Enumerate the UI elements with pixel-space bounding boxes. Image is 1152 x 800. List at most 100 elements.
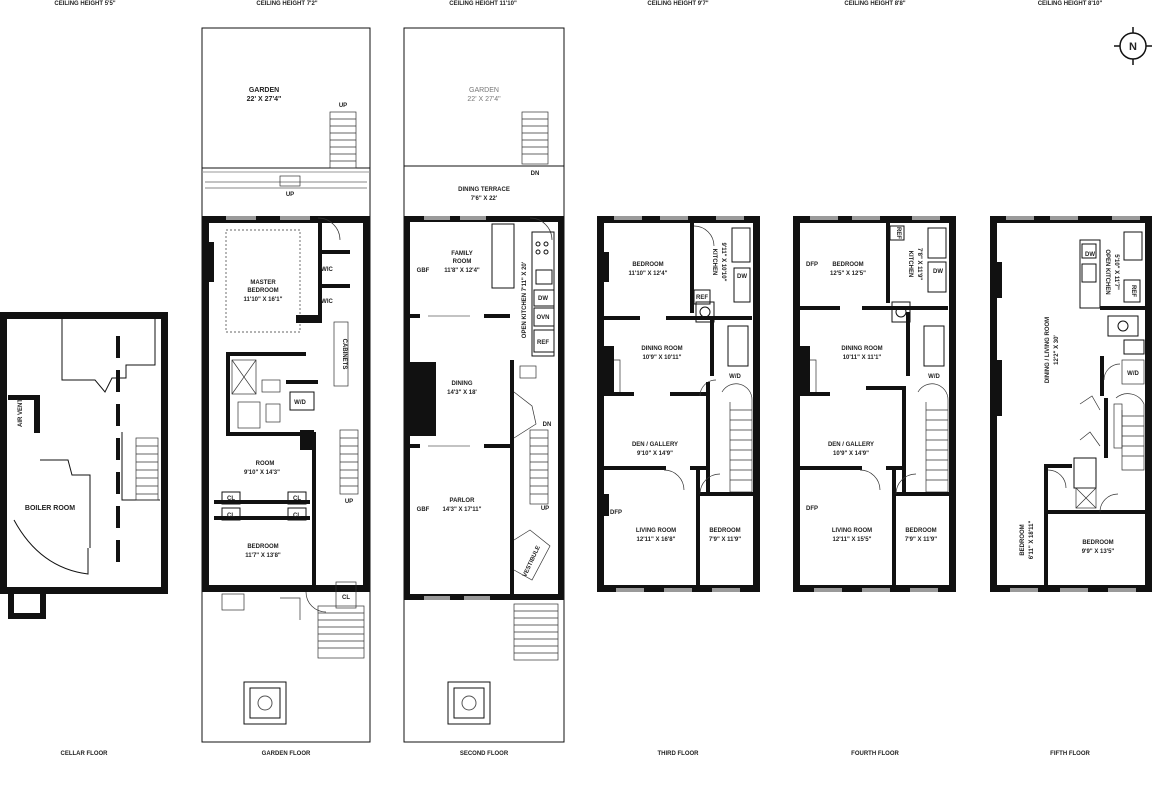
floor-title-garden: GARDEN FLOOR (262, 751, 311, 757)
garden-wd-label: W/D (294, 400, 306, 406)
fourth-living-dim: 12'11" X 15'5" (833, 537, 872, 543)
fourth-living-label: LIVING ROOM (832, 528, 872, 534)
second-dw-label: DW (538, 296, 548, 302)
fourth-dfp-label-1: DFP (806, 262, 818, 268)
fifth-bedroom2-dim: 9'9" X 13'5" (1082, 549, 1115, 555)
second-stair-dn-label: DN (543, 422, 552, 428)
ceiling-height-fourth: CEILING HEIGHT 8'8" (844, 1, 905, 7)
room-dim: 9'10" X 14'3" (244, 470, 280, 476)
ceiling-height-second: CEILING HEIGHT 11'10" (449, 1, 517, 7)
family-room-label-2: ROOM (453, 259, 472, 265)
third-dining-dim: 10'9" X 10'11" (643, 355, 682, 361)
garden-up-label-2: UP (286, 192, 294, 198)
fourth-floor-plan: DFP BEDROOM 12'5" X 12'5" REF KITCHEN 7'… (793, 216, 956, 592)
gbf-label-2: GBF (417, 507, 430, 513)
closet-label-1: CL (227, 496, 235, 502)
fourth-kitchen-dim: 7'8" X 11'9" (916, 248, 922, 280)
third-dw-label: DW (737, 274, 747, 280)
third-dining-label: DINING ROOM (641, 346, 682, 352)
fifth-bedroom1-label: BEDROOM (1020, 524, 1026, 555)
floor-title-second: SECOND FLOOR (460, 751, 509, 757)
ceiling-height-fifth: CEILING HEIGHT 8'10" (1038, 1, 1103, 7)
fourth-dfp-label-2: DFP (806, 506, 818, 512)
third-ref-label: REF (696, 295, 708, 301)
third-bedroom-label: BEDROOM (632, 262, 663, 268)
fifth-bedroom2-label: BEDROOM (1082, 540, 1113, 546)
third-den-dim: 9'10" X 14'9" (637, 451, 673, 457)
closet-label-5: CL (342, 595, 350, 601)
family-room-dim: 11'8" X 12'4" (444, 268, 480, 274)
fifth-dining-living-label: DINING / LIVING ROOM (1045, 317, 1051, 383)
dining-terrace-label: DINING TERRACE (458, 187, 510, 193)
garden-dim: 22' X 27'4" (247, 96, 282, 103)
floor-title-fourth: FOURTH FLOOR (851, 751, 899, 757)
second-stair-up-label: UP (541, 506, 549, 512)
third-living-label: LIVING ROOM (636, 528, 676, 534)
third-den-label: DEN / GALLERY (632, 442, 678, 448)
fifth-dw-label: DW (1085, 252, 1095, 258)
dining-dim: 14'3" X 18' (447, 390, 477, 396)
ceiling-height-garden: CEILING HEIGHT 7'2" (256, 1, 317, 7)
open-kitchen-label: OPEN KITCHEN 7'11" X 20' (522, 261, 528, 338)
fourth-wd-label: W/D (928, 374, 940, 380)
third-living-dim: 12'11" X 16'8" (637, 537, 676, 543)
third-bedroom-dim: 11'10" X 12'4" (629, 271, 668, 277)
fourth-den-label: DEN / GALLERY (828, 442, 874, 448)
closet-label-3: CL (227, 513, 235, 519)
fifth-kitchen-label: OPEN KITCHEN (1104, 249, 1110, 294)
master-bedroom-label: MASTER (250, 280, 276, 286)
floor-title-third: THIRD FLOOR (658, 751, 700, 757)
fourth-bedroom-dim: 12'5" X 12'5" (830, 271, 866, 277)
garden-bedroom-dim: 11'7" X 13'8" (245, 553, 281, 559)
dining-label: DINING (452, 381, 473, 387)
ceiling-height-third: CEILING HEIGHT 9'7" (647, 1, 708, 7)
second-garden-label: GARDEN (469, 87, 499, 94)
garden-bedroom-label: BEDROOM (247, 544, 278, 550)
ceiling-height-cellar: CEILING HEIGHT 5'5" (54, 1, 115, 7)
second-floor-plan: GARDEN 22' X 27'4" DN DINING TERRACE 7'6… (403, 27, 565, 743)
boiler-room-label: BOILER ROOM (25, 505, 75, 512)
master-bedroom-dim: 11'10" X 16'1" (244, 297, 283, 303)
dining-terrace-dim: 7'6" X 22' (471, 196, 498, 202)
floor-title-fifth: FIFTH FLOOR (1050, 751, 1090, 757)
parlor-dim: 14'3" X 17'11" (443, 507, 482, 513)
third-floor-plan: BEDROOM 11'10" X 12'4" KITCHEN 9'11" X 1… (597, 216, 760, 592)
room-label: ROOM (256, 461, 275, 467)
third-bedroom2-label: BEDROOM (709, 528, 740, 534)
wic-label-2: WIC (321, 299, 333, 305)
family-room-label: FAMILY (451, 251, 472, 257)
closet-label-4: CL (293, 513, 301, 519)
master-bedroom-label-2: BEDROOM (247, 288, 278, 294)
fifth-kitchen-dim: 5'10" X 11'7" (1113, 254, 1119, 290)
fourth-kitchen-label: KITCHEN (907, 251, 913, 278)
fifth-bedroom1-dim: 6'11" X 18'11" (1029, 521, 1035, 560)
air-vent-label: AIR VENT (18, 399, 24, 427)
third-kitchen-dim: 9'11" X 10'10" (720, 243, 726, 282)
fifth-floor-plan: DW OPEN KITCHEN 5'10" X 11'7" REF DINING… (990, 216, 1152, 592)
garden-label: GARDEN (249, 87, 279, 94)
cellar-floor-plan: AIR VENT BOILER ROOM (0, 312, 168, 619)
garden-stair-up-label: UP (345, 499, 353, 505)
third-wd-label: W/D (729, 374, 741, 380)
second-ref-label: REF (537, 340, 549, 346)
fourth-dining-label: DINING ROOM (841, 346, 882, 352)
fourth-bedroom2-dim: 7'9" X 11'9" (905, 537, 937, 543)
fourth-ref-label: REF (895, 227, 901, 239)
garden-up-label: UP (339, 103, 347, 109)
fourth-bedroom-label: BEDROOM (832, 262, 863, 268)
fifth-dining-living-dim: 12'2" X 30' (1054, 335, 1060, 365)
second-garden-dim: 22' X 27'4" (467, 96, 501, 103)
fourth-den-dim: 10'9" X 14'9" (833, 451, 869, 457)
wic-label-1: WIC (321, 267, 333, 273)
garden-floor-plan: GARDEN 22' X 27'4" UP UP (201, 27, 371, 743)
fourth-bedroom2-label: BEDROOM (905, 528, 936, 534)
fourth-dw-label: DW (933, 269, 943, 275)
fifth-wd-label: W/D (1127, 371, 1139, 377)
third-bedroom2-dim: 7'9" X 11'9" (709, 537, 741, 543)
fifth-ref-label: REF (1130, 285, 1136, 297)
third-dfp-label: DFP (610, 510, 622, 516)
compass-letter: N (1129, 41, 1137, 53)
gbf-label-1: GBF (417, 268, 430, 274)
vestibule-label: VESTIBULE (522, 545, 542, 578)
